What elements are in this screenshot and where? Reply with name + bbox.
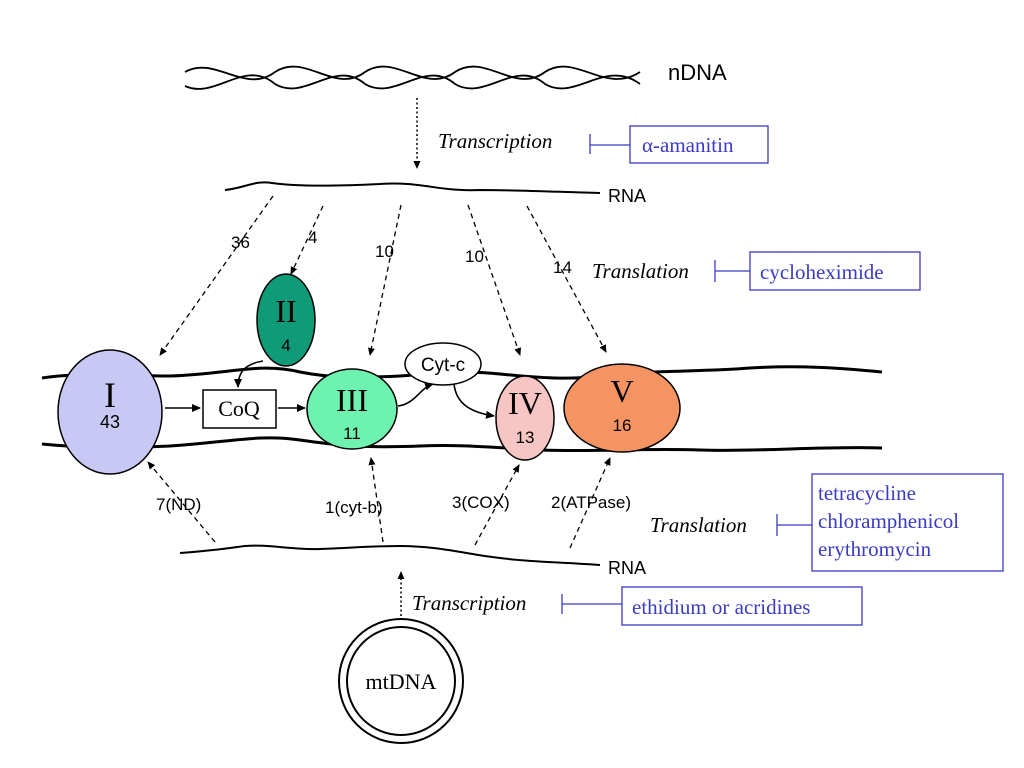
mito-import-arrow-complex-v [569,457,611,549]
mtdna-label: mtDNA [366,669,437,694]
nuclear-count-complex-iii: 10 [375,242,394,261]
nuclear-count-complex-v: 14 [553,258,572,277]
inhibitor-bar-mito-transcription [561,594,622,614]
complex-iii-numeral: III [336,382,368,418]
flow-arrow-iii-to-cytc [397,382,434,407]
ndna-helix [184,65,641,90]
complex-iii-subunits: 11 [343,424,361,443]
inhibitor-bar-mito-translation [776,514,812,536]
mito-gene-cox: 3(COX) [452,493,510,512]
nuclear-count-complex-iv: 10 [465,247,484,266]
mito-gene-cytb: 1(cyt-b) [325,498,383,517]
inhibitor-box-ethidium [621,586,863,626]
complex-iii: III 11 [306,368,398,450]
transcription-mito-label: Transcription [412,591,526,615]
complex-ii: II 4 [256,273,316,367]
flow-arrow-ii-to-coq [234,360,264,388]
mito-import-arrow-complex-iv [474,464,520,546]
complex-i-subunits: 43 [100,412,120,432]
transcription-nuclear-label: Transcription [438,129,552,153]
rna-top-label: RNA [608,186,646,206]
complex-ii-numeral: II [275,293,296,329]
rna-top-strand [224,181,601,194]
inhibitor-cycloheximide: cycloheximide [760,260,884,284]
nuclear-import-arrow-complex-iv [467,204,522,356]
coq-label: CoQ [218,396,260,421]
inhibitor-ethidium-acridines: ethidium or acridines [632,595,810,619]
complex-i: I 43 [57,349,163,475]
complex-iv: IV 13 [495,375,555,461]
inhibitor-bar-nuclear-transcription [589,134,630,154]
inhibitor-erythromycin: erythromycin [818,537,932,561]
ndna-label: nDNA [668,60,727,85]
inhibitor-box-cycloheximide [749,251,921,291]
mito-gene-atpase: 2(ATPase) [551,493,631,512]
cytochrome-c: Cyt-c [404,342,482,386]
mtdna-circle [338,618,464,744]
complex-ii-subunits: 4 [281,336,290,355]
nuclear-import-arrow-complex-v [526,205,607,353]
inhibitor-box-alpha-amanitin [629,125,769,164]
complex-v: V 16 [563,363,681,453]
rna-bottom-label: RNA [608,558,646,578]
complex-iv-numeral: IV [508,385,542,421]
complex-i-numeral: I [104,375,116,415]
nuclear-count-complex-i: 36 [231,233,250,252]
nuclear-import-arrow-complex-ii [290,205,324,275]
nuclear-import-arrow-complex-i [159,195,274,356]
inhibitor-tetracycline: tetracycline [818,481,916,505]
nuclear-import-arrow-complex-iii [367,204,402,356]
inhibitor-chloramphenicol: chloramphenicol [818,509,959,533]
translation-cytosolic-label: Translation [592,259,689,283]
complex-v-numeral: V [610,373,633,409]
nuclear-count-complex-ii: 4 [308,228,317,247]
coq-box [202,389,277,429]
mito-gene-nd: 7(ND) [156,495,201,514]
cytc-label: Cyt-c [421,355,465,376]
flow-arrow-cytc-to-iv [453,383,495,419]
translation-mito-label: Translation [650,513,747,537]
rna-bottom-strand [179,544,601,566]
complex-iv-subunits: 13 [516,428,535,447]
inhibitor-alpha-amanitin: α-amanitin [642,133,734,157]
inhibitor-box-antibiotics [811,473,1004,572]
inhibitor-bar-cytosolic-translation [714,260,750,282]
complex-v-subunits: 16 [613,416,632,435]
